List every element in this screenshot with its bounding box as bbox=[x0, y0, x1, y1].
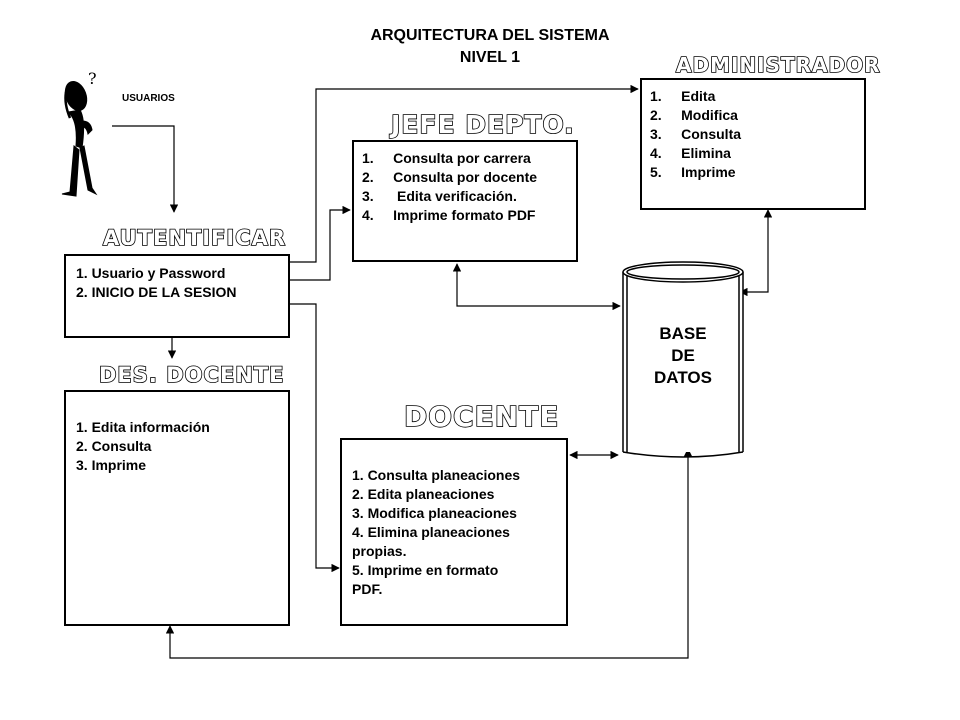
list-item: 2. INICIO DE LA SESION bbox=[76, 284, 237, 300]
autentificar-box: 1. Usuario y Password 2. INICIO DE LA SE… bbox=[64, 254, 290, 338]
arrow-autentificar-jefedepto bbox=[290, 205, 351, 281]
arrow-usuarios-autentificar bbox=[112, 125, 179, 213]
des-docente-box: 1. Edita información 2. Consulta 3. Impr… bbox=[64, 390, 290, 626]
list-item: 1. Consulta por carrera bbox=[362, 150, 531, 166]
arrow-jefedepto-database bbox=[452, 263, 621, 311]
list-item: 5. Imprime en formato bbox=[352, 562, 499, 578]
autentificar-heading: AUTENTIFICAR bbox=[102, 225, 287, 251]
list-item: 1. Consulta planeaciones bbox=[352, 467, 521, 483]
list-item: 1. Edita bbox=[650, 88, 716, 104]
jefe-depto-heading: JEFE DEPTO. bbox=[390, 109, 575, 140]
diagram-title: ARQUITECTURA DEL SISTEMA bbox=[370, 27, 610, 44]
list-item: 3. Imprime bbox=[76, 457, 147, 473]
database-label: BASE DE DATOS bbox=[623, 323, 743, 389]
list-item: propias. bbox=[352, 543, 407, 559]
list-item: 4. Imprime formato PDF bbox=[362, 207, 536, 223]
arrow-autentificar-administrador bbox=[290, 84, 639, 263]
docente-box: 1. Consulta planeaciones 2. Edita planea… bbox=[340, 438, 568, 626]
list-item: 3. Modifica planeaciones bbox=[352, 505, 517, 521]
list-item: 2. Consulta por docente bbox=[362, 169, 538, 185]
database-label-line: BASE bbox=[659, 324, 707, 343]
docente-heading: DOCENTE bbox=[403, 399, 560, 434]
usuarios-label: USUARIOS bbox=[122, 93, 175, 104]
arrow-database-desdocente bbox=[165, 448, 693, 659]
list-item: 3. Consulta bbox=[650, 126, 742, 142]
database-label-line: DATOS bbox=[654, 368, 712, 387]
administrador-box: 1. Edita 2. Modifica 3. Consulta 4. Elim… bbox=[640, 78, 866, 210]
list-item: 3. Edita verificación. bbox=[362, 188, 517, 204]
list-item: 5. Imprime bbox=[650, 164, 736, 180]
svg-text:?: ? bbox=[88, 69, 97, 88]
user-figure-icon: ? bbox=[61, 69, 98, 197]
list-item: 2. Consulta bbox=[76, 438, 152, 454]
list-item: 4. Elimina planeaciones bbox=[352, 524, 510, 540]
list-item: 2. Edita planeaciones bbox=[352, 486, 495, 502]
des-docente-heading: DES. DOCENTE bbox=[98, 362, 285, 388]
arrow-autentificar-docente bbox=[290, 303, 340, 573]
administrador-heading: ADMINISTRADOR bbox=[675, 52, 881, 78]
diagram-subtitle: NIVEL 1 bbox=[459, 49, 521, 66]
jefe-depto-box: 1. Consulta por carrera 2. Consulta por … bbox=[352, 140, 578, 262]
list-item: 1. Edita información bbox=[76, 419, 210, 435]
arrow-administrador-database bbox=[739, 209, 773, 297]
list-item: 2. Modifica bbox=[650, 107, 738, 123]
database-cylinder bbox=[622, 261, 744, 458]
database-label-line: DE bbox=[671, 346, 695, 365]
list-item: 4. Elimina bbox=[650, 145, 731, 161]
list-item: 1. Usuario y Password bbox=[76, 265, 226, 281]
list-item: PDF. bbox=[352, 581, 383, 597]
